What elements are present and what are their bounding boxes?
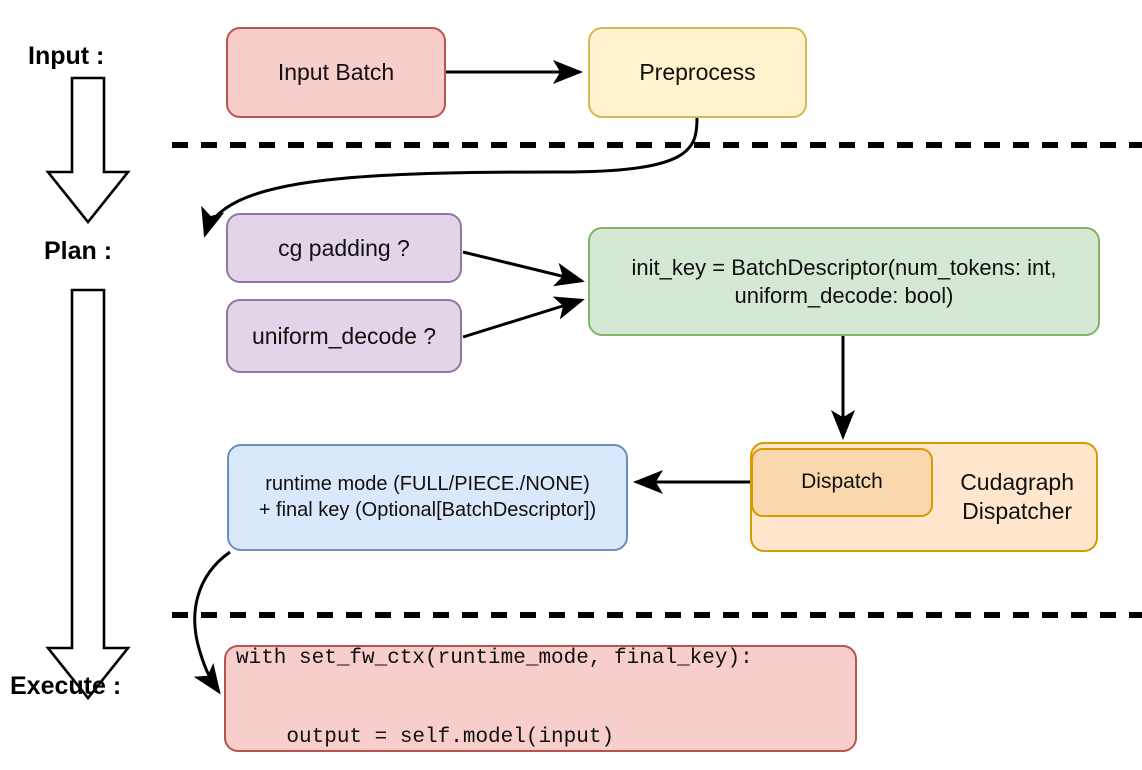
node-cg-padding[interactable]: cg padding ? bbox=[226, 213, 462, 283]
node-init-key-line2: uniform_decode: bool) bbox=[734, 282, 954, 308]
node-init-key-line1: init_key = BatchDescriptor(num_tokens: i… bbox=[631, 254, 1057, 280]
arrow-cg-padding-to-init-key bbox=[462, 250, 585, 287]
node-preprocess-label: Preprocess bbox=[639, 59, 756, 86]
node-dispatch-label: Dispatch bbox=[801, 470, 883, 494]
node-execute-code[interactable]: with set_fw_ctx(runtime_mode, final_key)… bbox=[224, 645, 857, 752]
node-input-batch-label: Input Batch bbox=[277, 59, 395, 86]
node-cudagraph-dispatcher-line2: Dispatcher bbox=[962, 498, 1073, 524]
input-to-plan-block-arrow bbox=[45, 76, 131, 225]
stage-label-execute: Execute : bbox=[10, 672, 122, 700]
stage-label-plan: Plan : bbox=[44, 237, 113, 265]
node-uniform-decode[interactable]: uniform_decode ? bbox=[226, 299, 462, 373]
node-runtime-mode-line1: runtime mode (FULL/PIECE./NONE) bbox=[265, 473, 590, 496]
arrow-uniform-decode-to-init-key bbox=[462, 296, 585, 339]
node-cg-padding-label: cg padding ? bbox=[278, 234, 410, 261]
node-init-key[interactable]: init_key = BatchDescriptor(num_tokens: i… bbox=[588, 227, 1100, 336]
plan-to-execute-block-arrow bbox=[45, 288, 131, 701]
node-runtime-mode[interactable]: runtime mode (FULL/PIECE./NONE) + final … bbox=[227, 444, 628, 551]
node-input-batch[interactable]: Input Batch bbox=[226, 27, 446, 118]
node-dispatch[interactable]: Dispatch bbox=[751, 448, 933, 517]
node-execute-code-line1: with set_fw_ctx(runtime_mode, final_key)… bbox=[236, 646, 753, 670]
node-execute-code-line2: output = self.model(input) bbox=[236, 725, 615, 749]
node-preprocess[interactable]: Preprocess bbox=[588, 27, 807, 118]
node-cudagraph-dispatcher-line1: Cudagraph bbox=[960, 469, 1074, 496]
stage-label-input: Input : bbox=[28, 42, 105, 70]
node-runtime-mode-line2: + final key (Optional[BatchDescriptor]) bbox=[258, 498, 597, 521]
node-uniform-decode-label: uniform_decode ? bbox=[251, 322, 437, 349]
